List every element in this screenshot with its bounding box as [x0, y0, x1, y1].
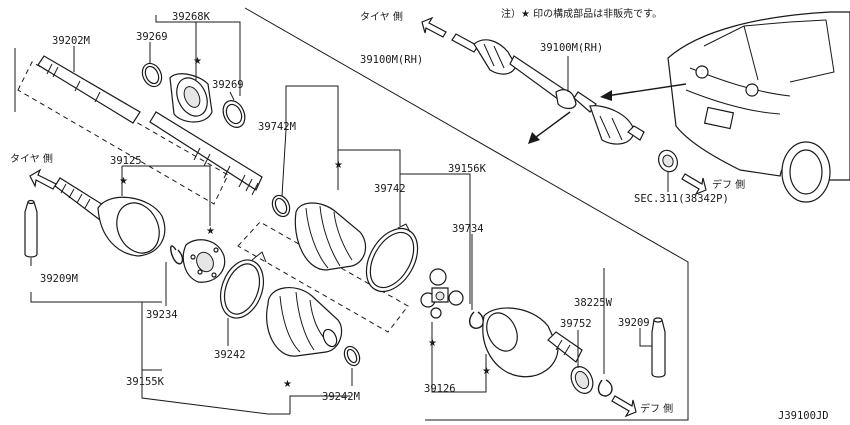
boot-39742 — [294, 202, 419, 293]
star-marker: ★ — [283, 379, 292, 390]
leader-lines — [30, 15, 669, 415]
direction-diff-side-bottom: デフ 側 — [640, 402, 673, 415]
assembly-frame — [14, 7, 689, 421]
star-marker: ★ — [206, 226, 215, 237]
part-labels: 注）★ 印の構成部品は非販売です。 タイヤ 側 タイヤ 側 デフ 側 デフ 側 … — [10, 7, 829, 422]
label-39242M: 39242M — [322, 391, 360, 403]
diagram-id: J39100JD — [778, 410, 829, 422]
diff-side-arrow-bottom-icon — [611, 395, 637, 418]
label-39202M: 39202M — [52, 35, 90, 47]
outer-joint-39125 — [54, 177, 166, 257]
label-39125: 39125 — [110, 155, 142, 167]
label-39752: 39752 — [560, 318, 592, 330]
note-text: 注）★ 印の構成部品は非販売です。 — [501, 7, 662, 20]
circlip-39234 — [170, 239, 226, 283]
pointer-arrows — [528, 83, 687, 144]
label-39234: 39234 — [146, 309, 178, 321]
label-39209: 39209 — [618, 317, 650, 329]
shaft-39202M — [37, 55, 263, 196]
direction-diff-side-mid: デフ 側 — [712, 178, 745, 191]
label-38225W: 38225W — [574, 297, 613, 309]
snap-ring-38225W — [597, 379, 613, 397]
label-39155K: 39155K — [126, 376, 165, 388]
label-39242: 39242 — [214, 349, 246, 361]
label-39100M-RH-shaft: 39100M(RH) — [540, 42, 603, 54]
label-39156K: 39156K — [448, 163, 487, 175]
tire-side-arrow-left-icon — [29, 168, 57, 190]
damper-group — [141, 62, 246, 128]
band-39742M — [271, 194, 291, 218]
spider-39126 — [420, 268, 464, 319]
boot-band-39242 — [219, 251, 267, 319]
diff-side-arrow-mid-icon — [681, 173, 707, 196]
star-marker: ★ — [334, 160, 343, 171]
label-39269-right: 39269 — [212, 79, 244, 91]
label-39126: 39126 — [424, 383, 456, 395]
label-39269-top: 39269 — [136, 31, 168, 43]
tire-side-arrow-top-icon — [421, 16, 447, 38]
seal-39752 — [570, 366, 594, 394]
boot-39242M — [266, 287, 361, 367]
star-marker: ★ — [482, 366, 491, 377]
label-39209M: 39209M — [40, 273, 78, 285]
shaft-dashed-box — [17, 61, 229, 205]
non-sale-stars: ★ ★ ★ ★ ★ ★ ★ — [119, 56, 491, 390]
label-39742M: 39742M — [258, 121, 296, 133]
star-marker: ★ — [428, 338, 437, 349]
circlip-39734 — [468, 311, 484, 329]
label-39734: 39734 — [452, 223, 484, 235]
bolt-39209M — [24, 199, 38, 258]
star-marker: ★ — [119, 176, 128, 187]
direction-tire-side-left: タイヤ 側 — [10, 152, 53, 165]
label-39268K: 39268K — [172, 11, 211, 23]
full-drive-shaft — [451, 33, 678, 173]
direction-tire-side-top: タイヤ 側 — [360, 10, 403, 23]
star-marker: ★ — [193, 56, 202, 67]
label-39742: 39742 — [374, 183, 406, 195]
label-sec-311: SEC.311(38342P) — [634, 193, 729, 205]
vehicle-sketch — [667, 11, 850, 203]
label-39100M-RH-frame: 39100M(RH) — [360, 54, 423, 66]
bolt-39209 — [651, 317, 666, 378]
inner-joint-housing — [482, 307, 583, 378]
boot-dashed-box — [237, 221, 409, 333]
